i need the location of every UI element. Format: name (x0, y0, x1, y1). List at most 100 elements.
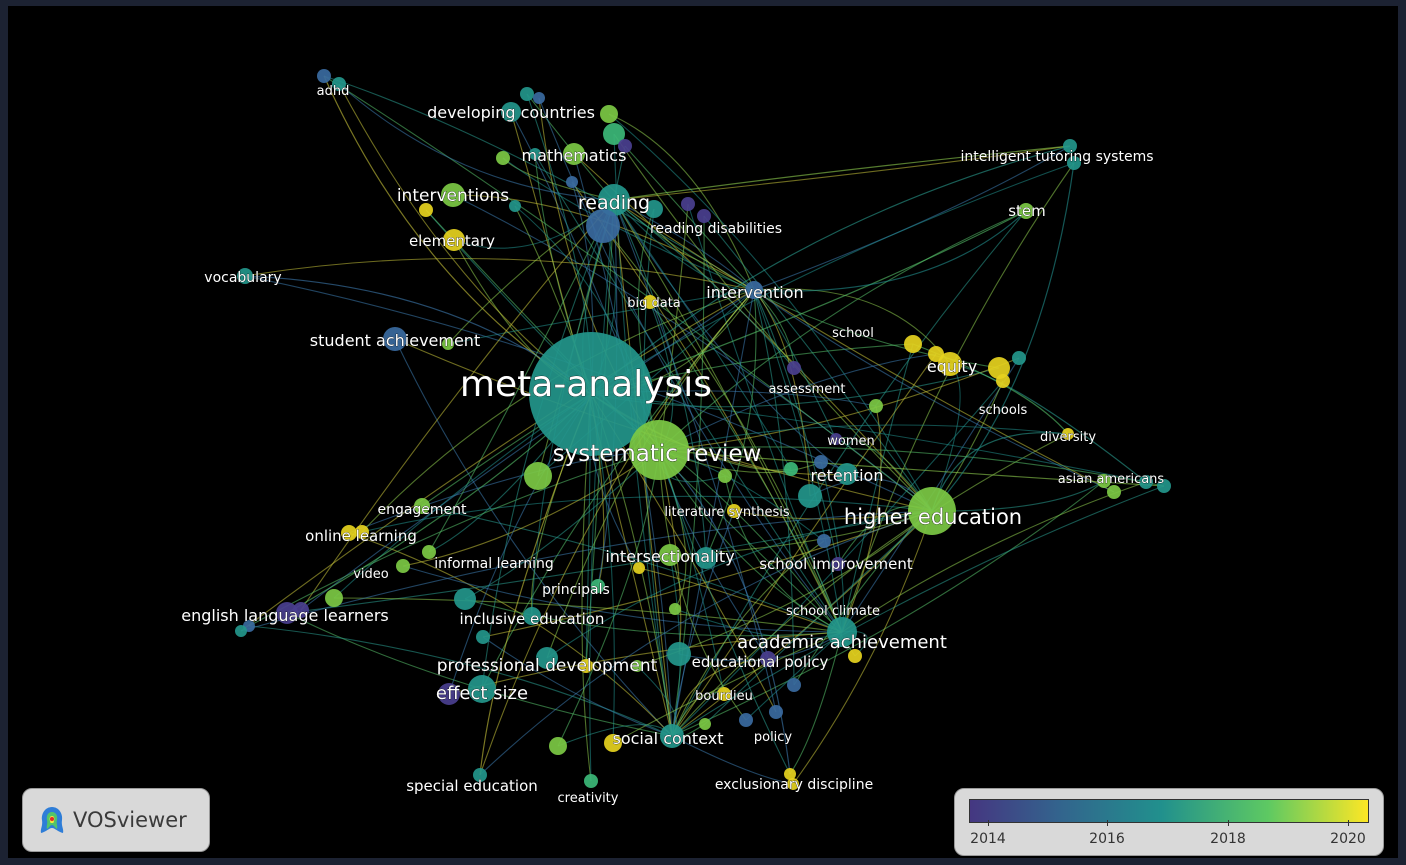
node-bourdieu-2[interactable] (787, 678, 801, 692)
node-school-imp-2[interactable] (831, 557, 845, 571)
node-vocabulary[interactable] (237, 268, 253, 284)
node-equity-2[interactable] (988, 357, 1010, 379)
node-ell-2[interactable] (293, 602, 309, 618)
label-inclusive-education[interactable]: inclusive education (459, 610, 605, 629)
node-special-ed[interactable] (473, 768, 487, 782)
label-intersectionality[interactable]: intersectionality (605, 547, 735, 567)
node-intervention[interactable] (745, 281, 763, 299)
node-green-big[interactable] (524, 462, 552, 490)
node-math-3[interactable] (529, 148, 541, 160)
label-equity[interactable]: equity (927, 357, 978, 377)
label-retention[interactable]: retention (810, 466, 884, 486)
label-policy[interactable]: policy (754, 730, 793, 746)
label-assessment[interactable]: assessment (768, 382, 846, 398)
node-prof-dev-3[interactable] (667, 642, 691, 666)
node-informal[interactable] (422, 545, 436, 559)
node-elementary-2[interactable] (419, 203, 433, 217)
label-online-learning[interactable]: online learning (305, 527, 417, 546)
node-inclusive[interactable] (523, 607, 541, 625)
node-intersect[interactable] (659, 544, 681, 566)
label-intervention[interactable]: intervention (706, 283, 804, 303)
label-english-language-learners[interactable]: english language learners (181, 606, 389, 626)
node-adhd-2[interactable] (332, 77, 346, 91)
node-diversity[interactable] (1062, 428, 1074, 440)
node-reading[interactable] (598, 184, 630, 216)
node-schools[interactable] (996, 374, 1010, 388)
node-academic[interactable] (827, 617, 857, 647)
node-policy-3[interactable] (699, 718, 711, 730)
label-informal-learning[interactable]: informal learning (434, 556, 554, 573)
node-school[interactable] (904, 335, 922, 353)
node-inclusive-3[interactable] (476, 630, 490, 644)
node-hub-4[interactable] (718, 469, 732, 483)
node-its-2[interactable] (1067, 156, 1081, 170)
node-social-3[interactable] (549, 737, 567, 755)
node-inclusive-2[interactable] (454, 588, 476, 610)
node-asian-2[interactable] (1107, 485, 1121, 499)
label-engagement[interactable]: engagement (377, 502, 467, 519)
label-exclusionary-discipline[interactable]: exclusionary discipline (715, 777, 874, 794)
label-schools[interactable]: schools (978, 403, 1028, 419)
label-vocabulary[interactable]: vocabulary (204, 270, 282, 287)
label-video[interactable]: video (353, 567, 389, 583)
label-elementary[interactable]: elementary (409, 232, 496, 251)
label-reading-disabilities[interactable]: reading disabilities (650, 221, 783, 238)
node-student-ach[interactable] (383, 327, 407, 351)
node-video[interactable] (396, 559, 410, 573)
label-principals[interactable]: principals (542, 582, 610, 599)
node-effect-size-2[interactable] (438, 683, 460, 705)
node-prof-dev-2[interactable] (579, 659, 593, 673)
node-hub-2[interactable] (798, 484, 822, 508)
node-inter-3[interactable] (633, 562, 645, 574)
label-social-context[interactable]: social context (612, 729, 724, 749)
node-prof-dev[interactable] (536, 647, 558, 669)
node-reading-2[interactable] (645, 200, 663, 218)
label-school-climate[interactable]: school climate (786, 604, 881, 620)
node-policy[interactable] (769, 705, 783, 719)
label-developing-countries[interactable]: developing countries (427, 103, 595, 123)
label-interventions[interactable]: interventions (397, 186, 510, 207)
node-ret-2[interactable] (814, 455, 828, 469)
label-professional-development[interactable]: professional development (436, 656, 658, 677)
node-social-ctx[interactable] (660, 724, 684, 748)
node-exclusionary-2[interactable] (787, 778, 799, 790)
node-academic-3[interactable] (760, 651, 776, 667)
label-school[interactable]: school (832, 326, 874, 342)
node-systematic-review[interactable] (629, 420, 689, 480)
label-meta-analysis[interactable]: meta-analysis (460, 364, 713, 406)
node-online-2[interactable] (355, 525, 369, 539)
label-asian-americans[interactable]: asian americans (1057, 472, 1165, 488)
node-ell-3[interactable] (325, 589, 343, 607)
node-hub-3[interactable] (784, 462, 798, 476)
node-prof-dev-4[interactable] (631, 660, 643, 672)
node-dev-8[interactable] (509, 200, 521, 212)
node-dev-countries[interactable] (501, 102, 521, 122)
node-assess-2[interactable] (869, 399, 883, 413)
node-effect-size[interactable] (468, 675, 496, 703)
label-women[interactable]: women (827, 434, 875, 450)
label-bourdieu[interactable]: bourdieu (695, 689, 753, 705)
node-retention[interactable] (836, 463, 858, 485)
node-ell[interactable] (276, 602, 298, 624)
node-meta-analysis[interactable] (529, 332, 653, 456)
node-assessment[interactable] (787, 361, 801, 375)
node-reading-dis[interactable] (681, 197, 695, 211)
node-equity[interactable] (938, 352, 962, 376)
node-elementary[interactable] (443, 229, 465, 251)
label-school-improvement[interactable]: school improvement (759, 555, 913, 574)
node-asian-3[interactable] (1139, 475, 1153, 489)
node-online[interactable] (341, 525, 357, 541)
co-occurrence-network[interactable]: adhd developing countries mathematics in… (8, 6, 1398, 858)
node-math-2[interactable] (496, 151, 510, 165)
node-policy-2[interactable] (739, 713, 753, 727)
node-lit-syn[interactable] (727, 504, 741, 518)
node-engagement[interactable] (414, 498, 430, 514)
node-reading-hub[interactable] (586, 209, 620, 243)
node-creativity[interactable] (584, 774, 598, 788)
network-map[interactable]: adhd developing countries mathematics in… (8, 6, 1398, 858)
node-adhd[interactable] (317, 69, 331, 83)
node-asian-am[interactable] (1097, 474, 1111, 488)
node-principals[interactable] (591, 579, 605, 593)
label-literature-synthesis[interactable]: literature synthesis (664, 505, 790, 521)
node-dev-5[interactable] (603, 123, 625, 145)
